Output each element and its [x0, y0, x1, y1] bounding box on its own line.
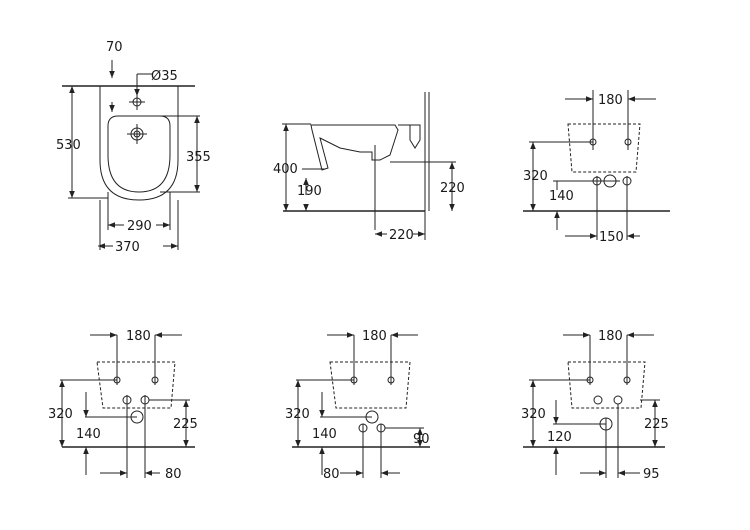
dim-290: 290	[127, 219, 152, 234]
dim-120: 120	[547, 430, 572, 445]
dim-190: 190	[297, 184, 322, 199]
dim-180: 180	[362, 329, 387, 344]
dim-80: 80	[323, 467, 340, 482]
side-view: 400 190 220 220	[273, 92, 465, 243]
dim-80: 80	[165, 467, 182, 482]
rear-view-2: 180 320 140 225 80	[48, 329, 198, 482]
rear-view-3: 180 320 140 90 80	[285, 329, 430, 482]
dim-220-horizontal: 220	[389, 228, 414, 243]
dim-150: 150	[599, 230, 624, 245]
dim-530: 530	[56, 138, 81, 153]
dim-225: 225	[173, 417, 198, 432]
dim-320: 320	[523, 169, 548, 184]
dim-140: 140	[76, 427, 101, 442]
dim-320: 320	[48, 407, 73, 422]
dim-355: 355	[186, 150, 211, 165]
dim-370: 370	[115, 240, 140, 255]
dim-220-vertical: 220	[440, 181, 465, 196]
dim-320: 320	[285, 407, 310, 422]
dim-400: 400	[273, 162, 298, 177]
dim-hole-diameter: Ø35	[151, 69, 178, 84]
rear-view-1: 180 320 140 150	[523, 90, 670, 245]
dim-180: 180	[598, 329, 623, 344]
dim-140: 140	[549, 189, 574, 204]
dim-180: 180	[126, 329, 151, 344]
dim-95: 95	[643, 467, 660, 482]
front-view: 70 Ø35 530 355 290 370	[56, 40, 211, 255]
dim-180: 180	[598, 93, 623, 108]
dim-70: 70	[106, 40, 123, 55]
dim-140: 140	[312, 427, 337, 442]
rear-view-4: 180 320 120 225 95	[521, 329, 669, 482]
dim-90: 90	[413, 432, 430, 447]
dim-320: 320	[521, 407, 546, 422]
dim-225: 225	[644, 417, 669, 432]
